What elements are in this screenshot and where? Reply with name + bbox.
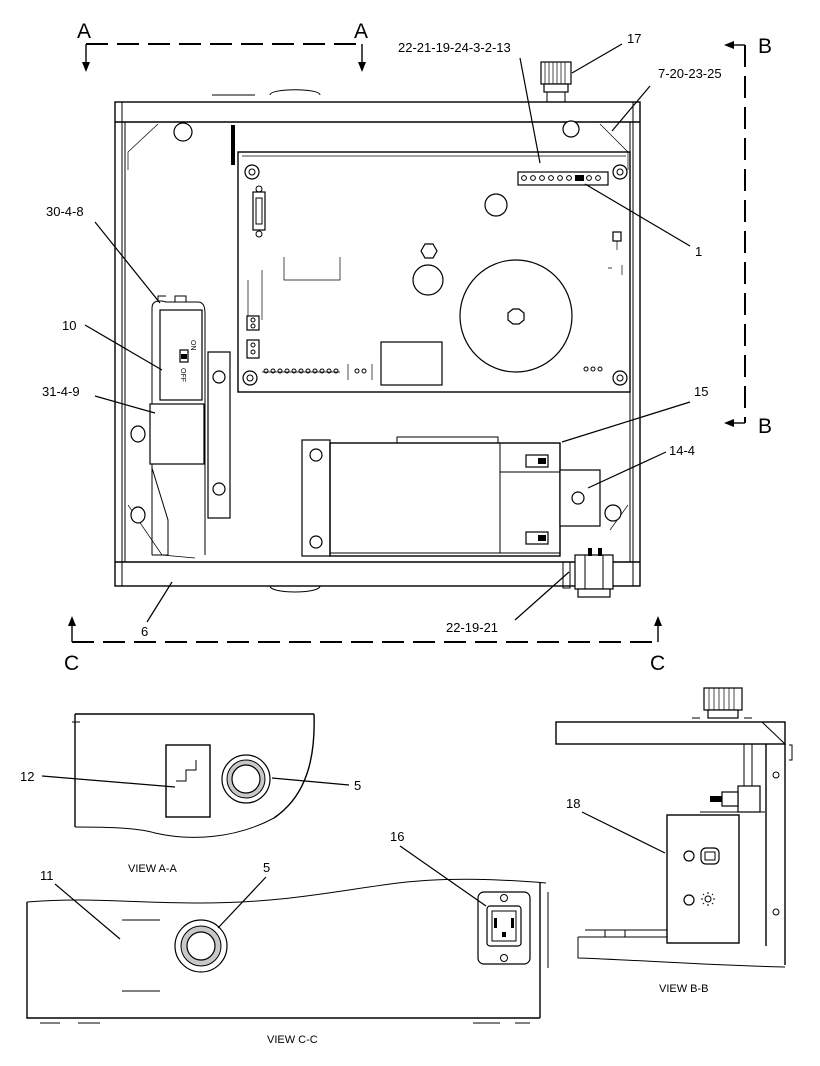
callout-1: 1	[695, 244, 702, 259]
bottom-connector	[562, 548, 614, 598]
section-line-a: A A	[77, 20, 368, 72]
callout-5-view-c: 5	[263, 860, 270, 875]
section-marker-b-top: B	[758, 35, 772, 58]
switch-off-label: OFF	[179, 368, 186, 382]
callout-30-4-8: 30-4-8	[46, 204, 84, 219]
callout-18: 18	[566, 796, 580, 811]
power-switch-assembly: ON OFF	[149, 295, 231, 556]
callout-15: 15	[694, 384, 708, 399]
view-a-a: 12 5 VIEW A-A	[20, 713, 361, 875]
callout-7-20-23-25: 7-20-23-25	[658, 66, 722, 81]
caption-view-c-c: VIEW C-C	[267, 1034, 318, 1046]
section-marker-c-right: C	[650, 652, 665, 675]
callout-10: 10	[62, 318, 76, 333]
callouts-top-view: 22-21-19-24-3-2-13 17 7-20-23-25 1 30-4-…	[42, 31, 722, 639]
switch-on-label: ON	[189, 340, 196, 351]
section-marker-b-bottom: B	[758, 415, 772, 438]
callout-22-19-21: 22-19-21	[446, 620, 498, 635]
section-marker-a-right: A	[354, 20, 368, 43]
callout-12: 12	[20, 769, 34, 784]
view-c-c: 11 5 16 VIEW C-C	[26, 829, 549, 1046]
callout-11: 11	[40, 868, 54, 883]
callout-17: 17	[627, 31, 641, 46]
callout-16: 16	[390, 829, 404, 844]
caption-view-b-b: VIEW B-B	[659, 983, 709, 995]
view-b-b: 18 VIEW B-B	[555, 687, 793, 995]
power-supply-module	[301, 436, 601, 557]
callout-6: 6	[141, 624, 148, 639]
section-marker-c-left: C	[64, 652, 79, 675]
callout-14-4: 14-4	[669, 443, 695, 458]
main-circuit-board	[237, 151, 631, 393]
section-marker-a-left: A	[77, 20, 91, 43]
callout-22-21-19-24-3-2-13: 22-21-19-24-3-2-13	[398, 40, 511, 55]
caption-view-a-a: VIEW A-A	[128, 863, 178, 875]
callout-5-view-a: 5	[354, 778, 361, 793]
knob-17	[540, 61, 572, 102]
section-line-b: B B	[724, 35, 772, 438]
enclosure-top-view	[114, 89, 641, 593]
callout-31-4-9: 31-4-9	[42, 384, 80, 399]
section-line-c: C C	[64, 616, 665, 675]
